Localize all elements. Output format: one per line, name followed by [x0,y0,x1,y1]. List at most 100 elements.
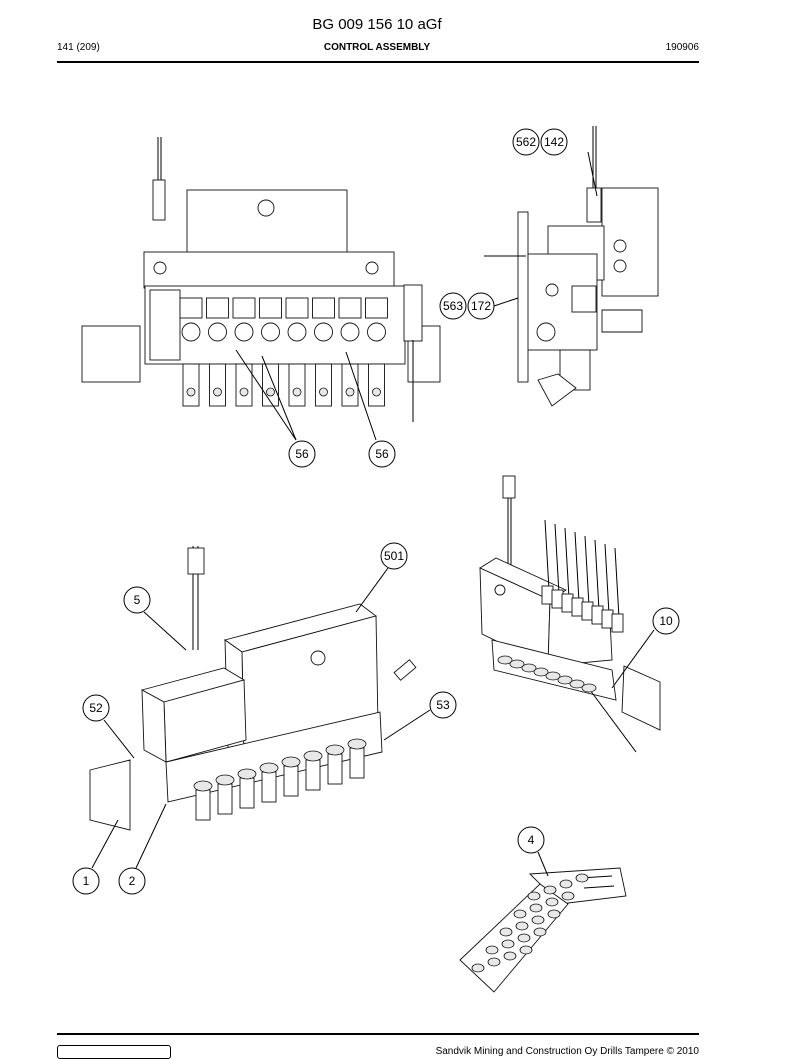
document-id: BG 009 156 10 aGf [312,16,442,33]
callout-501: 501 [380,542,408,570]
cable [554,523,560,595]
cable [594,539,600,611]
callout-52: 52 [82,694,110,722]
valve-knob [312,297,335,319]
svg-text:4: 4 [528,833,535,847]
header-rule [57,61,699,63]
company-logo [57,1045,171,1059]
valve-knob [338,297,362,319]
solenoid-coil [349,747,365,779]
valve-knob [179,297,203,319]
fitting [281,756,301,768]
valve-knob [206,297,229,319]
fitting [527,891,541,901]
fitting [545,671,561,681]
callout-2: 2 [118,867,146,895]
valve-port [261,322,280,342]
solenoid-coil [601,609,614,629]
solenoid-coil [262,363,279,407]
solenoid-coil [315,363,332,407]
svg-text:142: 142 [544,135,564,149]
fitting [237,768,257,780]
fitting [531,915,545,925]
coil-nut [372,387,381,397]
solenoid-coil [551,589,564,609]
valve-port [208,322,227,342]
fitting [561,891,575,901]
fitting [543,885,557,895]
footer-rule [57,1033,699,1035]
svg-text:2: 2 [129,874,136,888]
footer-copyright: Sandvik Mining and Construction Oy Drill… [435,1046,699,1057]
solenoid-coil [195,789,211,821]
valve-sections-iso-right [497,519,624,693]
fitting [487,957,501,967]
callout-1: 1 [72,867,100,895]
fitting [559,879,573,889]
fitting [215,774,235,786]
front-view-assembly [81,137,441,422]
fitting [303,750,323,762]
fitting [581,683,597,693]
solenoid-coil [541,585,554,605]
fitting [513,909,527,919]
fitting [515,921,529,931]
fitting [485,945,499,955]
solenoid-coil [209,363,226,407]
fitting [503,951,517,961]
coil-nut [292,387,302,397]
fitting [529,903,543,913]
valve-port [234,322,254,342]
fitting [325,744,345,756]
fitting [517,933,531,943]
svg-text:5: 5 [134,593,141,607]
solenoid-coil [288,363,306,407]
solenoid-coil [611,613,624,633]
svg-text:53: 53 [436,698,450,712]
solenoid-coil [182,363,200,407]
fitting [509,659,525,669]
valve-knob [285,297,309,319]
svg-text:56: 56 [295,447,309,461]
fitting [259,762,279,774]
coil-nut [266,387,275,397]
pedal-valve-assembly [459,867,627,993]
fitting [347,738,367,750]
svg-text:172: 172 [471,299,491,313]
fitting [471,963,485,973]
fitting [501,939,515,949]
section-title: CONTROL ASSEMBLY [323,42,431,53]
fitting [497,655,513,665]
svg-text:10: 10 [659,614,673,628]
callout-142: 142 [540,128,568,156]
callout-10: 10 [652,607,680,635]
fitting [193,780,213,792]
cable [604,543,610,615]
fitting [557,675,573,685]
solenoid-coil [217,783,233,815]
side-view-assembly [484,126,659,407]
fitting [533,667,549,677]
solenoid-coil [581,601,594,621]
valve-knob [259,297,282,319]
callout-562: 562 [512,128,540,156]
solenoid-coil [261,771,277,803]
coil-nut [345,387,355,397]
callout-53: 53 [429,691,457,719]
fitting [547,909,561,919]
fitting [575,873,589,883]
valve-knob [365,297,388,319]
svg-text:52: 52 [89,701,103,715]
revision-date: 190906 [665,42,699,53]
page-number: 141 (209) [57,42,100,53]
callout-56-right: 56 [368,440,396,468]
isometric-assembly-right [479,475,661,753]
callout-172: 172 [467,292,495,320]
svg-text:56: 56 [375,447,389,461]
svg-text:501: 501 [384,549,404,563]
cable [584,535,590,607]
fitting [545,897,559,907]
fitting [521,663,537,673]
valve-port [287,322,307,342]
solenoid-coil [327,753,343,785]
